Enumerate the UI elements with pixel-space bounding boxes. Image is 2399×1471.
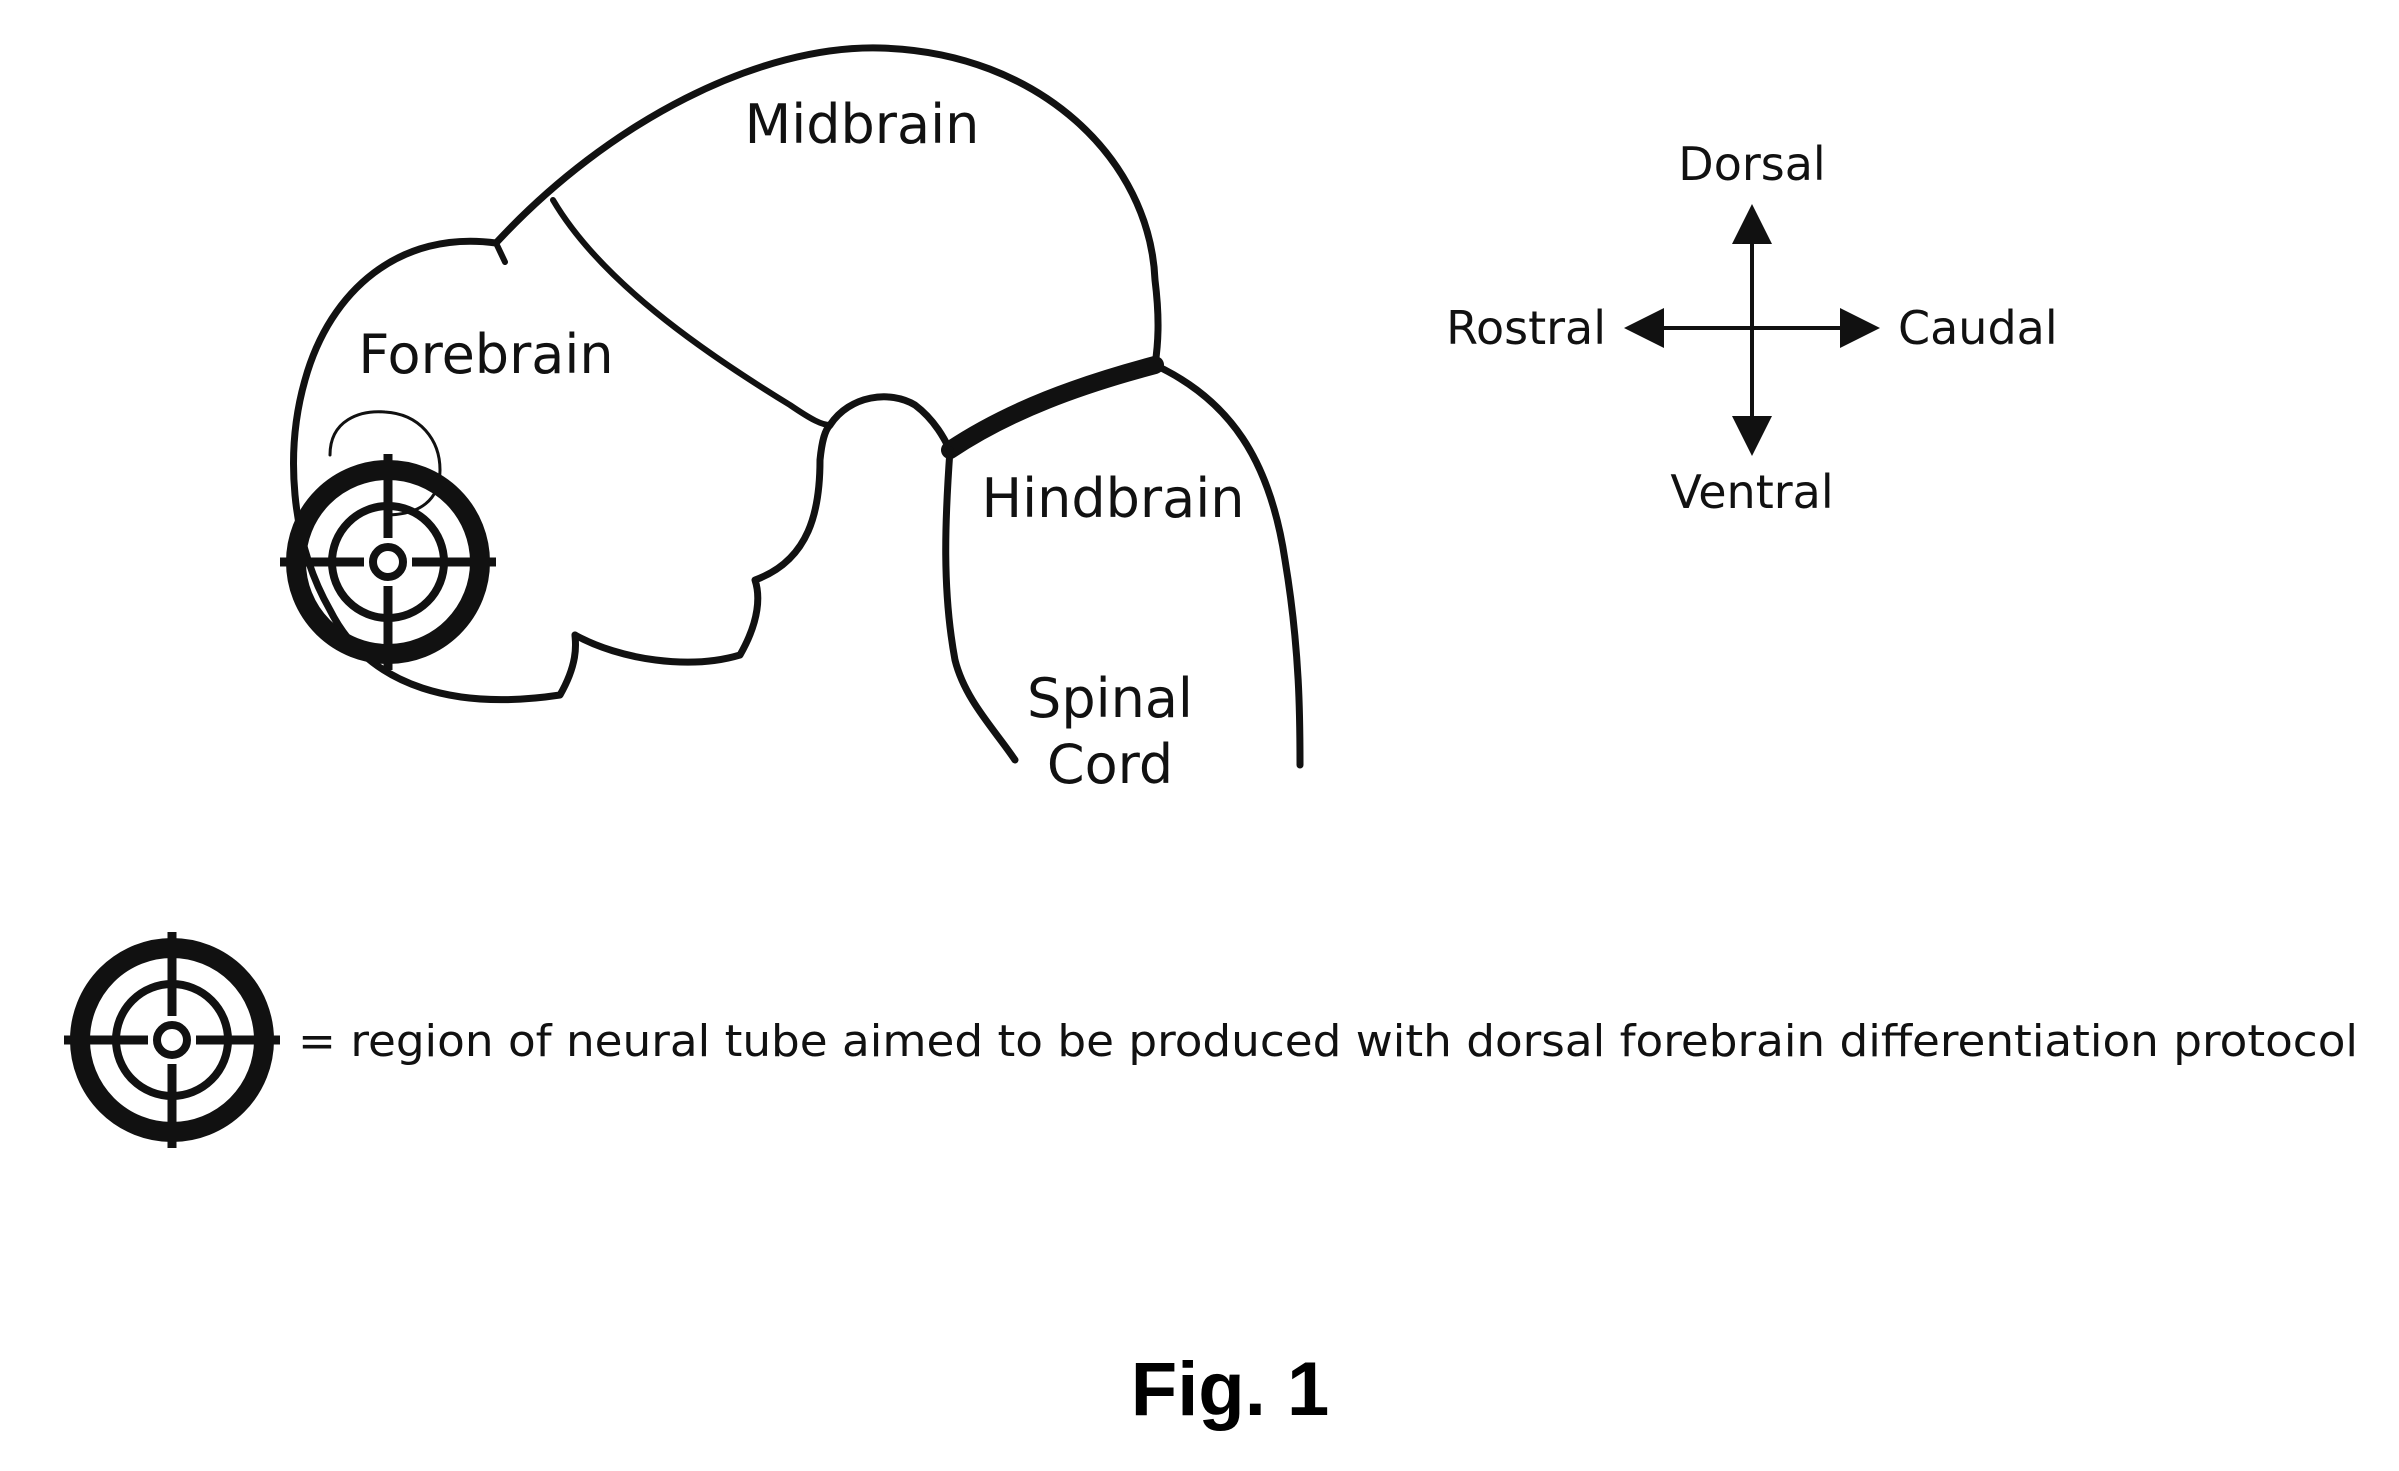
target-icon <box>280 454 496 670</box>
label-spinal-cord-line2: Cord <box>1047 733 1173 796</box>
midbrain-hindbrain-boundary <box>941 356 1164 459</box>
label-ventral: Ventral <box>1670 465 1833 519</box>
outer-boundary <box>492 44 1304 769</box>
brain-outline <box>290 44 1304 769</box>
label-forebrain: Forebrain <box>358 323 613 386</box>
label-spinal-cord-line1: Spinal <box>1027 667 1193 730</box>
forebrain-front-lobe <box>290 237 580 704</box>
legend-target-icon <box>64 932 280 1148</box>
orientation-compass: Dorsal Ventral Rostral Caudal <box>1446 137 2058 519</box>
hindbrain-ventral-edge <box>942 446 1019 764</box>
figure-caption: Fig. 1 <box>1131 1347 1329 1432</box>
forebrain-midbrain-divider <box>550 197 833 428</box>
legend-text: = region of neural tube aimed to be prod… <box>298 1016 2358 1067</box>
divider-tick <box>493 240 508 265</box>
label-dorsal: Dorsal <box>1678 137 1825 191</box>
label-hindbrain: Hindbrain <box>982 467 1245 530</box>
label-midbrain: Midbrain <box>745 93 980 156</box>
optic-oval <box>328 410 442 517</box>
legend: = region of neural tube aimed to be prod… <box>64 932 2358 1148</box>
label-rostral: Rostral <box>1446 301 1606 355</box>
label-caudal: Caudal <box>1898 301 2058 355</box>
midline-bump <box>826 393 954 454</box>
forebrain-lower-contour <box>571 421 834 666</box>
